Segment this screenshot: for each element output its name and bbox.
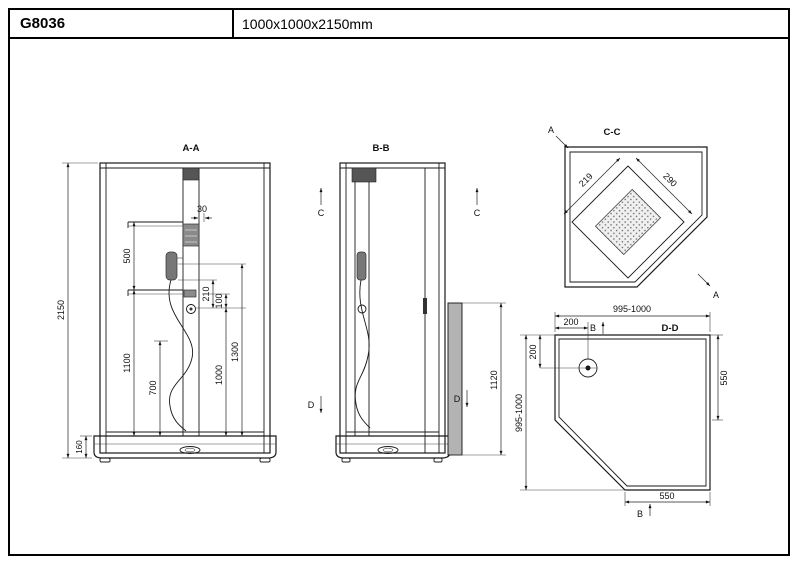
section-c-label: C	[474, 208, 481, 218]
section-d-label: D	[308, 400, 315, 410]
dim-drain-offset-y: 200	[520, 334, 555, 368]
tray-foot	[433, 457, 443, 463]
dim-seat-depth: 219	[563, 157, 621, 215]
dim-200-vertical: 200	[528, 344, 538, 359]
section-marker-a-bottom: A	[697, 273, 719, 300]
dim-valve-height: 1000	[214, 308, 228, 436]
dim-30: 30	[197, 204, 207, 214]
dim-drain-offset-x: 200	[555, 317, 588, 330]
dim-1000: 1000	[214, 365, 224, 385]
dim-1300: 1300	[230, 342, 240, 362]
dim-500: 500	[122, 248, 132, 263]
top-view: C-C 219 290 A A	[548, 125, 719, 300]
dim-back-wall: 550	[624, 491, 711, 506]
plan-view-label: D-D	[662, 323, 679, 334]
front-shelves	[127, 221, 183, 296]
plan-view: D-D 995-1000 200	[514, 304, 729, 519]
door-handle	[423, 298, 427, 314]
side-enclosure-outline	[339, 162, 446, 454]
overall-dimensions: 1000x1000x2150mm	[242, 15, 373, 32]
model-number: G8036	[10, 10, 234, 37]
dim-panel-span: 1300	[178, 263, 246, 436]
roof-unit	[351, 167, 377, 183]
section-marker-c-right: C	[474, 188, 481, 218]
section-b-label: B	[590, 323, 596, 333]
section-marker-d-left: D	[308, 396, 323, 413]
front-shower-tray	[93, 431, 277, 463]
soap-dish	[183, 289, 197, 298]
section-marker-a-top: A	[548, 125, 569, 149]
drain-cover	[377, 446, 399, 454]
dim-total-height: 2150	[56, 162, 98, 459]
dim-hose-drop: 700	[148, 340, 168, 436]
side-view: B-B	[308, 143, 506, 463]
side-shower-tray	[335, 431, 451, 463]
dim-depth-995-1000: 995-1000	[514, 394, 524, 432]
dim-1100: 1100	[122, 353, 132, 372]
section-b-label: B	[637, 509, 643, 519]
dim-tray-height: 160	[75, 435, 92, 458]
drain-cover	[179, 446, 201, 454]
dim-width-995-1000: 995-1000	[613, 304, 651, 314]
tray-foot	[341, 457, 351, 463]
plan-tray-outline	[554, 334, 711, 491]
dim-700: 700	[148, 380, 158, 395]
shower-head-panel	[182, 223, 200, 247]
hand-shower-wand	[165, 251, 178, 281]
front-view-label: A-A	[183, 143, 200, 154]
dim-160: 160	[75, 440, 84, 454]
shower-hose	[168, 279, 194, 432]
dim-550-right: 550	[719, 370, 729, 385]
front-hand-shower	[165, 251, 194, 432]
side-view-label: B-B	[373, 143, 390, 154]
front-view: A-A	[56, 143, 277, 463]
section-a-label: A	[713, 290, 719, 300]
plan-drain	[540, 322, 598, 378]
dim-2150: 2150	[56, 300, 66, 320]
tray-foot	[259, 457, 271, 463]
column-top-cap	[182, 167, 200, 181]
dim-column-offset: 30	[191, 204, 212, 222]
section-a-label: A	[548, 125, 554, 135]
section-d-label: D	[454, 394, 461, 404]
dim-lower-height: 1100	[122, 290, 136, 436]
tray-foot	[99, 457, 111, 463]
dim-1120: 1120	[489, 370, 499, 389]
side-shower-column	[354, 182, 371, 436]
section-marker-d-right: D	[454, 390, 469, 407]
section-marker-b-bottom: B	[637, 504, 652, 519]
top-view-label: C-C	[604, 127, 621, 138]
side-glass-panel	[447, 302, 463, 456]
hand-shower-wand	[356, 251, 367, 281]
top-enclosure-outline	[564, 146, 708, 288]
dim-550-bottom: 550	[659, 491, 674, 501]
dim-overall-depth: 995-1000	[514, 335, 625, 491]
shower-hose	[354, 279, 371, 429]
dim-shelf-spacing: 500	[122, 222, 136, 290]
title-block: G8036 1000x1000x2150mm	[8, 8, 790, 39]
dim-100: 100	[214, 293, 224, 308]
dim-200-horizontal: 200	[563, 317, 578, 327]
dim-side-panel-height: 1120	[452, 302, 506, 456]
section-marker-b-top: B	[590, 322, 605, 334]
dim-valve-gap: 100	[196, 293, 246, 309]
section-c-label: C	[318, 208, 325, 218]
section-marker-c-left: C	[318, 188, 325, 218]
dim-right-wall: 550	[710, 334, 729, 421]
tray-seat-area	[594, 188, 662, 256]
front-shower-column	[182, 167, 200, 436]
